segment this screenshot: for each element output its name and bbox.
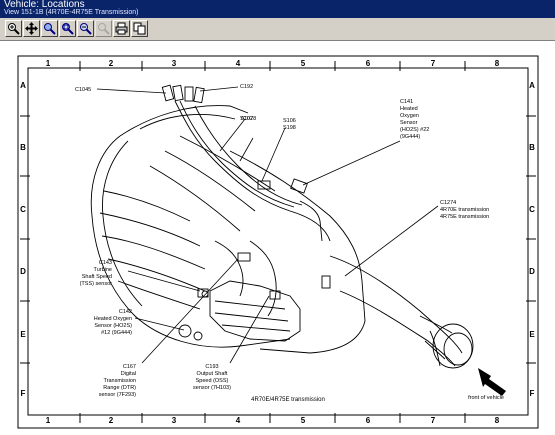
- window-title: Vehicle: Locations: [4, 0, 85, 10]
- label-s102: S102: [240, 116, 253, 122]
- magnifier-plus-icon: [8, 23, 20, 35]
- label-s106: S106: [283, 118, 296, 124]
- copy-icon: [133, 22, 146, 35]
- svg-text:sensor (7H103): sensor (7H103): [193, 385, 231, 391]
- column-label-bottom: 2: [109, 416, 114, 425]
- column-label-top: 4: [236, 59, 241, 68]
- svg-text:#12 (9G444): #12 (9G444): [101, 330, 132, 336]
- column-label-bottom: 3: [172, 416, 177, 425]
- row-label-left: F: [21, 389, 26, 398]
- zoom-in-button[interactable]: [5, 20, 22, 37]
- callout-c143: C143 Turbine Shaft Speed (TSS) sensor: [80, 260, 113, 287]
- column-label-top: 1: [46, 59, 51, 68]
- transmission-illustration: [90, 84, 474, 369]
- title-bar: Vehicle: Locations View 151-1B (4R70E-4R…: [0, 0, 555, 18]
- svg-text:4R75E transmission: 4R75E transmission: [440, 214, 489, 220]
- row-label-left: C: [20, 205, 26, 214]
- column-label-bottom: 6: [366, 416, 371, 425]
- row-label-right: E: [529, 330, 535, 339]
- callout-c141: C141 Heated Oxygen Sensor (HO2S) #22 (9G…: [400, 99, 429, 140]
- svg-text:Output Shaft: Output Shaft: [197, 371, 228, 377]
- column-label-top: 3: [172, 59, 177, 68]
- row-label-right: D: [529, 267, 535, 276]
- svg-text:Heated Oxygen: Heated Oxygen: [94, 316, 132, 322]
- column-label-top: 6: [366, 59, 371, 68]
- column-label-top: 5: [301, 59, 306, 68]
- svg-text:Sensor: Sensor: [400, 120, 418, 126]
- svg-text:sensor (7F293): sensor (7F293): [99, 392, 136, 398]
- row-label-left: D: [20, 267, 26, 276]
- column-label-top: 2: [109, 59, 114, 68]
- svg-text:C142: C142: [119, 309, 132, 315]
- magnifier-previous-icon: [98, 23, 110, 35]
- row-label-right: F: [530, 389, 535, 398]
- zoom-previous-button[interactable]: [95, 20, 112, 37]
- svg-text:C141: C141: [400, 99, 413, 105]
- zoom-window-button[interactable]: [41, 20, 58, 37]
- svg-text:C193: C193: [205, 364, 218, 370]
- magnifier-minus-icon: [80, 23, 92, 35]
- print-button[interactable]: [113, 20, 130, 37]
- front-of-vehicle-label: front of vehicle: [468, 395, 504, 401]
- row-label-right: A: [529, 81, 535, 90]
- transmission-location-diagram: 1 2 3 4 5 6 7 8 1 2 3 4 5 6 7 8 A B C D …: [17, 55, 539, 429]
- svg-text:C167: C167: [123, 364, 136, 370]
- svg-text:Heated: Heated: [400, 106, 418, 112]
- label-c192: C192: [240, 84, 253, 90]
- column-label-bottom: 1: [46, 416, 51, 425]
- grid-frame: [17, 55, 539, 429]
- copy-button[interactable]: [131, 20, 148, 37]
- svg-text:4R70E transmission: 4R70E transmission: [440, 207, 489, 213]
- row-label-right: C: [529, 205, 535, 214]
- row-label-right: B: [529, 143, 535, 152]
- column-label-top: 7: [431, 59, 436, 68]
- printer-icon: [115, 22, 128, 35]
- svg-text:Oxygen: Oxygen: [400, 113, 419, 119]
- callout-c142: C142 Heated Oxygen Sensor (HO2S) #12 (9G…: [94, 309, 132, 336]
- column-label-bottom: 7: [431, 416, 436, 425]
- window-subtitle: View 151-1B (4R70E-4R75E Transmission): [4, 9, 139, 16]
- row-label-left: A: [20, 81, 26, 90]
- toolbar: [0, 18, 555, 41]
- zoom-out-button[interactable]: [77, 20, 94, 37]
- svg-text:Digital: Digital: [121, 371, 136, 377]
- svg-text:Sensor (HO2S): Sensor (HO2S): [94, 323, 132, 329]
- zoom-fit-button[interactable]: [59, 20, 76, 37]
- label-7c078: 7C078: [240, 116, 256, 122]
- svg-text:C1274: C1274: [440, 200, 456, 206]
- svg-text:(HO2S) #22: (HO2S) #22: [400, 127, 429, 133]
- svg-text:Turbine: Turbine: [94, 267, 112, 273]
- column-label-bottom: 8: [495, 416, 500, 425]
- label-s198: S198: [283, 125, 296, 131]
- svg-text:Shaft Speed: Shaft Speed: [82, 274, 112, 280]
- row-label-left: B: [20, 143, 26, 152]
- column-label-bottom: 5: [301, 416, 306, 425]
- four-arrow-move-icon: [25, 22, 38, 35]
- magnifier-fit-icon: [62, 23, 74, 35]
- column-label-top: 8: [495, 59, 500, 68]
- pan-button[interactable]: [23, 20, 40, 37]
- callout-c193: C193 Output Shaft Speed (OSS) sensor (7H…: [193, 364, 231, 391]
- row-label-left: E: [20, 330, 26, 339]
- front-direction-arrow-icon: [478, 368, 506, 396]
- grid-inner-frame: [27, 67, 529, 416]
- svg-text:(9G444): (9G444): [400, 134, 420, 140]
- callout-c1274: C1274 4R70E transmission 4R75E transmiss…: [440, 200, 489, 220]
- svg-text:Speed (OSS): Speed (OSS): [196, 378, 229, 384]
- svg-text:Range (DTR): Range (DTR): [103, 385, 136, 391]
- diagram-caption: 4R70E/4R75E transmission: [251, 397, 325, 403]
- svg-text:C143: C143: [99, 260, 112, 266]
- diagram-viewport[interactable]: 1 2 3 4 5 6 7 8 1 2 3 4 5 6 7 8 A B C D …: [0, 41, 555, 435]
- callout-leaders: [96, 86, 439, 364]
- callout-c167: C167 Digital Transmission Range (DTR) se…: [99, 364, 136, 398]
- label-c1045: C1045: [75, 87, 91, 93]
- svg-text:Transmission: Transmission: [104, 378, 137, 384]
- svg-text:(TSS) sensor: (TSS) sensor: [80, 281, 113, 287]
- column-label-bottom: 4: [236, 416, 241, 425]
- magnifier-window-icon: [44, 23, 56, 35]
